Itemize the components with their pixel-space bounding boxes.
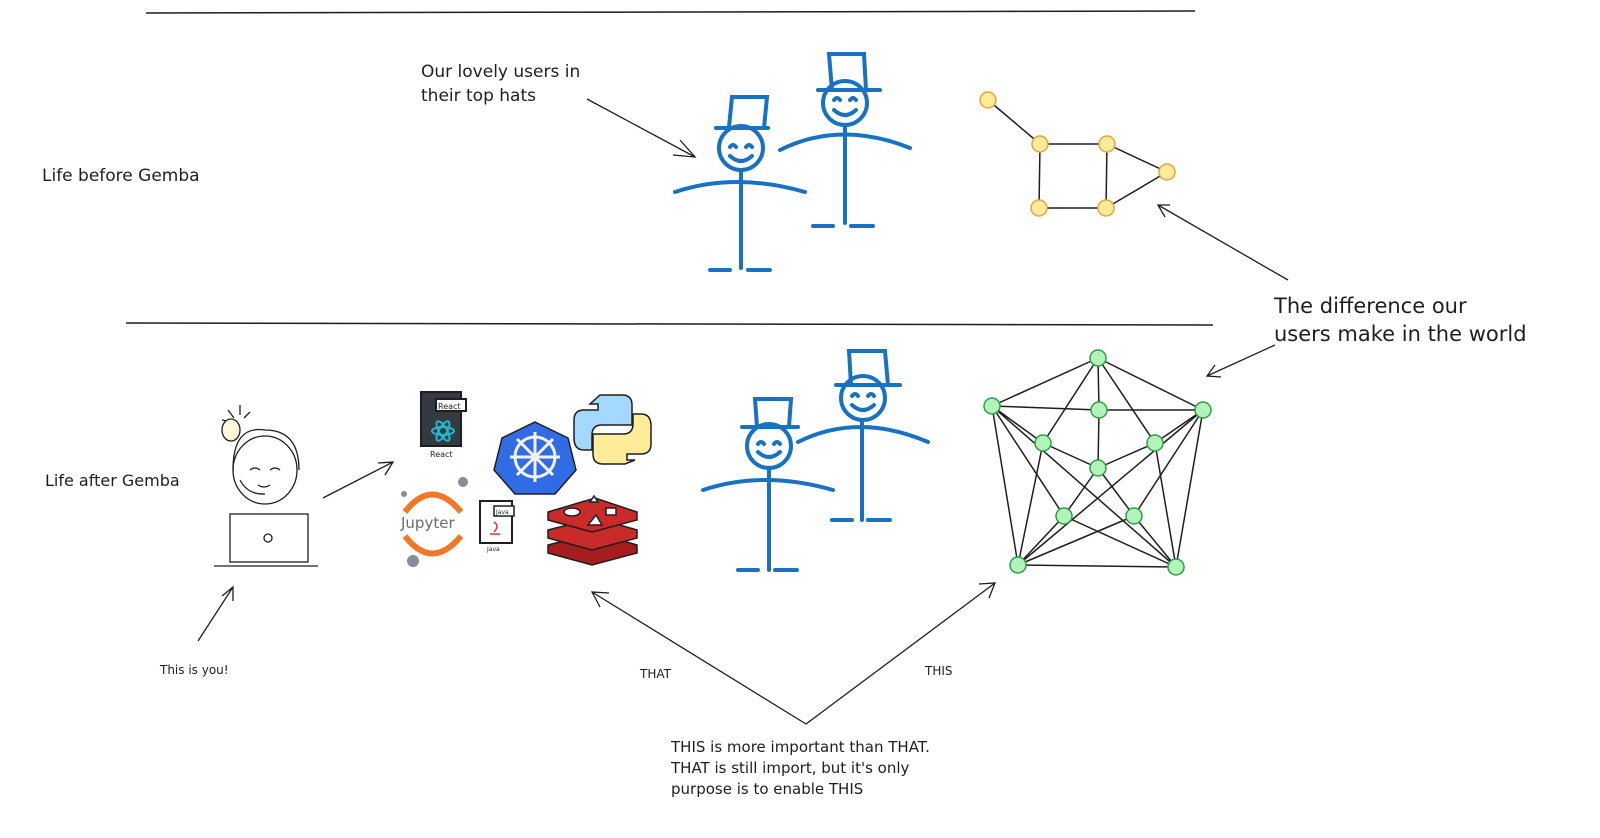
user-stick-figure xyxy=(673,95,807,272)
graph-edge xyxy=(1017,515,1135,566)
graph-node xyxy=(1098,135,1116,153)
life-after-label: Life after Gemba xyxy=(45,471,180,490)
arrow-to-large-graph xyxy=(1205,344,1276,378)
large-network-graph xyxy=(983,349,1212,576)
graph-edge xyxy=(1097,409,1100,469)
graph-edge xyxy=(991,405,1044,444)
graph-edge xyxy=(1097,357,1156,444)
graph-edge xyxy=(1154,442,1177,568)
graph-edge xyxy=(1133,515,1177,568)
arrow-to-that xyxy=(590,591,807,725)
that-label: THAT xyxy=(639,667,672,681)
arrow-to-users xyxy=(586,98,697,158)
graph-edge xyxy=(1042,357,1099,444)
python-icon xyxy=(573,394,652,465)
graph-edge xyxy=(1106,143,1168,173)
react-badge-text: React xyxy=(438,402,461,411)
summary-line3: purpose is to enable THIS xyxy=(671,780,863,798)
this-label: THIS xyxy=(924,664,953,678)
graph-edge xyxy=(1017,564,1177,568)
react-caption: React xyxy=(430,450,453,459)
graph-node xyxy=(979,91,997,109)
graph-node xyxy=(983,397,1001,415)
jupyter-icon: Jupyter xyxy=(400,477,468,567)
graph-edge xyxy=(1175,409,1204,568)
graph-edge xyxy=(991,405,1019,566)
graph-node xyxy=(1055,507,1073,525)
graph-node xyxy=(1089,349,1107,367)
middle-divider xyxy=(125,322,1214,326)
summary-line2: THAT is still import, but it's only xyxy=(670,759,910,777)
user-stick-figure xyxy=(701,397,835,572)
graph-edge xyxy=(1097,442,1156,469)
graph-node xyxy=(1194,401,1212,419)
graph-edge xyxy=(1097,357,1204,411)
arrow-to-small-graph xyxy=(1156,204,1289,281)
graph-edge xyxy=(1105,143,1108,209)
graph-node xyxy=(1146,434,1164,452)
user-stick-figure xyxy=(778,52,912,228)
arrow-from-developer xyxy=(322,461,395,499)
graph-edge xyxy=(991,357,1099,407)
graph-edge xyxy=(991,405,1100,411)
graph-edge xyxy=(1154,409,1204,444)
top-divider xyxy=(145,10,1196,14)
users-annotation-line2: their top hats xyxy=(421,86,536,106)
java-badge-text: Java xyxy=(495,509,509,516)
java-cup-icon xyxy=(490,521,500,535)
graph-node xyxy=(1009,556,1027,574)
graph-edge xyxy=(1133,409,1204,517)
graph-edge xyxy=(1097,467,1135,517)
graph-node xyxy=(1031,135,1049,153)
java-file-icon: Java Java xyxy=(479,500,515,553)
jupyter-text: Jupyter xyxy=(400,514,455,532)
this-is-you-label: This is you! xyxy=(159,663,229,677)
graph-node xyxy=(1167,558,1185,576)
graph-edge xyxy=(1063,467,1099,517)
graph-edge xyxy=(991,405,1177,568)
redis-icon xyxy=(547,494,638,566)
graph-node xyxy=(1030,199,1048,217)
graph-node xyxy=(1125,507,1143,525)
graph-edge xyxy=(1017,442,1044,566)
java-caption: Java xyxy=(486,546,500,553)
summary-line1: THIS is more important than THAT. xyxy=(670,738,930,756)
helm-wheel-icon xyxy=(510,432,560,482)
graph-edge xyxy=(991,405,1065,517)
graph-edge xyxy=(1038,143,1041,209)
graph-node xyxy=(1158,163,1176,181)
users-annotation-line1: Our lovely users in xyxy=(421,62,580,82)
graph-node xyxy=(1089,459,1107,477)
developer-sketch xyxy=(214,405,318,567)
life-before-label: Life before Gemba xyxy=(42,166,200,186)
graph-edge xyxy=(1042,442,1099,469)
graph-node xyxy=(1034,434,1052,452)
difference-annotation-line1: The difference our xyxy=(1273,294,1467,318)
graph-edge xyxy=(987,99,1041,145)
react-file-icon: React React xyxy=(420,391,467,459)
user-stick-figure xyxy=(796,349,930,522)
graph-node xyxy=(1097,199,1115,217)
difference-annotation-line2: users make in the world xyxy=(1274,322,1527,346)
react-atom-icon xyxy=(431,420,455,442)
kubernetes-icon xyxy=(493,421,577,495)
arrow-to-this xyxy=(805,582,996,725)
small-network-graph xyxy=(979,91,1176,217)
graph-edge xyxy=(1017,515,1065,566)
graph-edge xyxy=(1063,515,1177,568)
arrow-to-developer xyxy=(197,585,234,642)
graph-edge xyxy=(1105,171,1168,209)
graph-node xyxy=(1090,401,1108,419)
graph-edge xyxy=(1017,409,1204,566)
